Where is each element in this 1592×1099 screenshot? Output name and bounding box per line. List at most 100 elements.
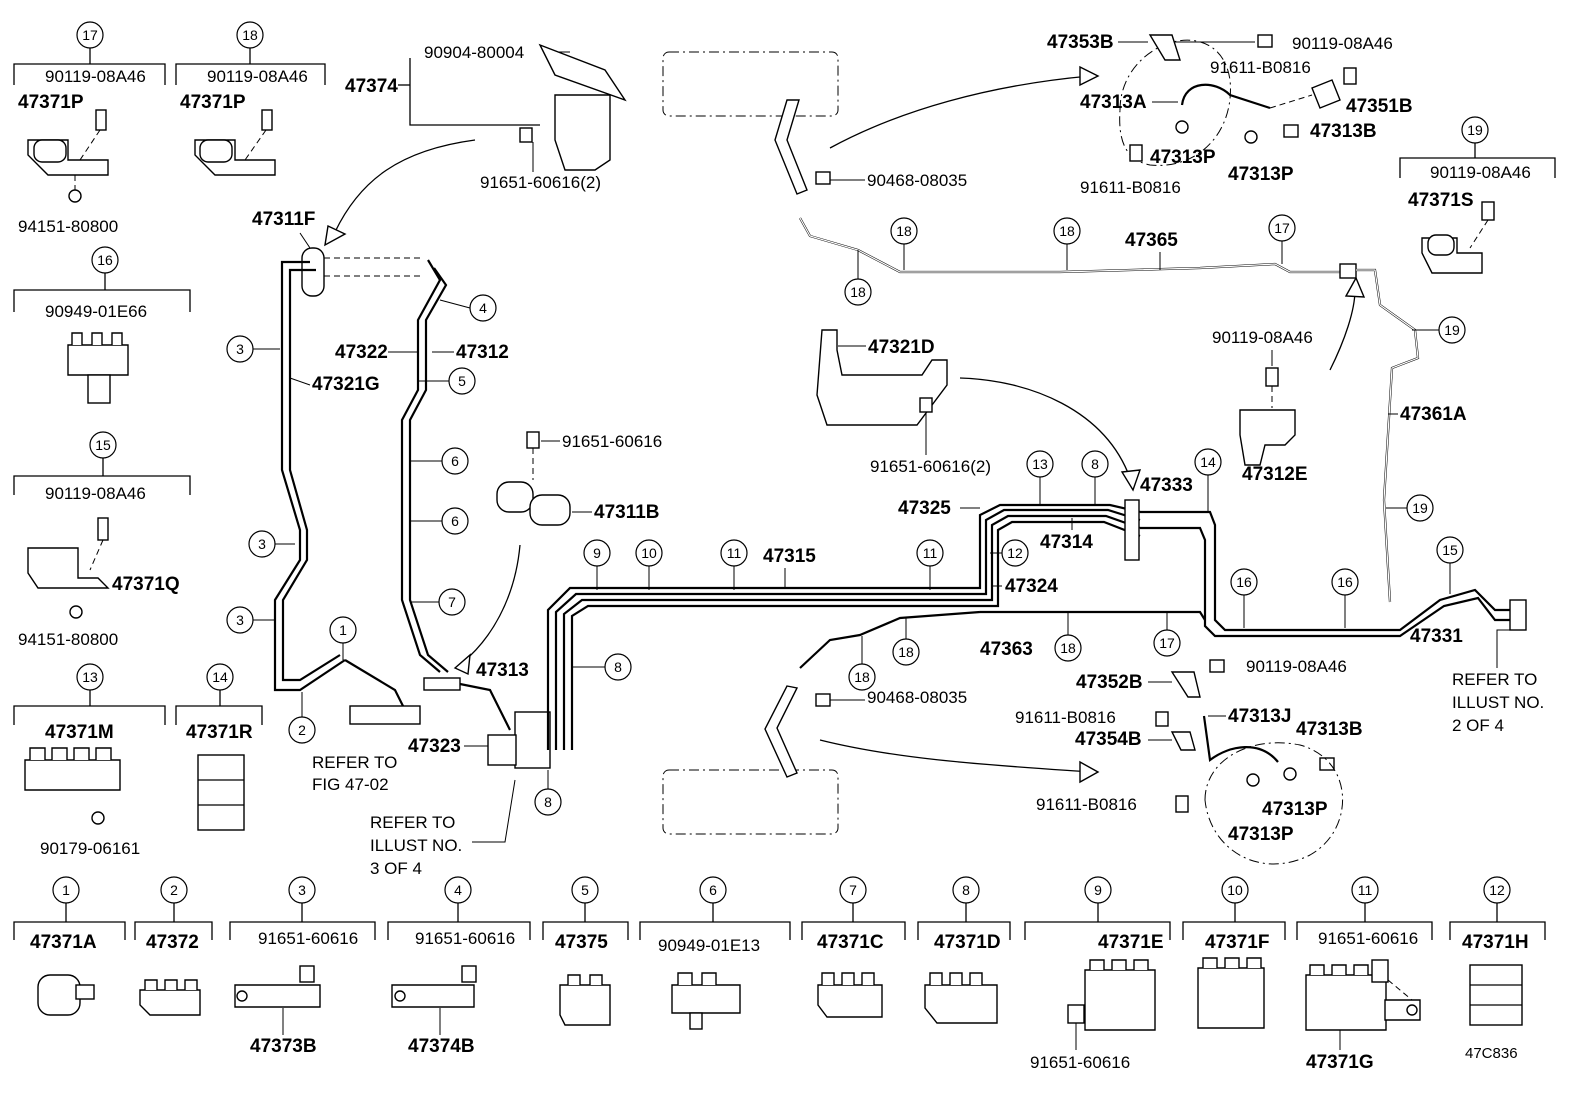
- label-47315: 47315: [763, 546, 816, 567]
- bottom-item-7: 7 47371C: [801, 876, 906, 1018]
- svg-text:4: 4: [479, 300, 487, 316]
- callout-11b: 11: [916, 539, 944, 590]
- callout-16: 16: [97, 252, 113, 268]
- bottom-item-4: 4 91651-60616 47374B: [387, 876, 531, 1057]
- svg-text:6: 6: [709, 882, 717, 898]
- refer-2c: 2 OF 4: [1452, 716, 1504, 735]
- callout-9: 9: [583, 539, 611, 590]
- svg-text:3: 3: [236, 612, 244, 628]
- bottom-sub-4: 47374B: [408, 1036, 475, 1057]
- bottom-label-4: 91651-60616: [415, 929, 515, 948]
- label-47313A: 47313A: [1080, 92, 1147, 113]
- label-47313: 47313: [476, 660, 529, 681]
- svg-text:18: 18: [1059, 223, 1075, 239]
- callout-16b: 16: [1331, 568, 1359, 628]
- label-47324: 47324: [1005, 576, 1058, 597]
- callout-16a: 16: [1230, 568, 1258, 628]
- svg-text:5: 5: [581, 882, 589, 898]
- bottom-item-1: 1 47371A: [13, 876, 126, 1016]
- nut-label: 94151-80800: [18, 630, 118, 649]
- label-47313P2: 47313P: [1228, 164, 1294, 185]
- callout-14: 14: [1194, 448, 1222, 512]
- label-91611b: 91611-B0816: [1080, 178, 1181, 197]
- svg-text:17: 17: [1159, 635, 1175, 651]
- callout-18a: 18: [892, 618, 920, 666]
- callout-12: 12: [990, 539, 1029, 567]
- callout-17: 17: [82, 27, 98, 43]
- label-47361A: 47361A: [1400, 404, 1467, 425]
- callout-18b: 18: [848, 636, 876, 691]
- bottom-sub-11: 47371G: [1306, 1052, 1374, 1073]
- nut-label: 90179-06161: [40, 839, 140, 858]
- callout-18: 18: [242, 27, 258, 43]
- label-47313B1: 47313B: [1310, 121, 1377, 142]
- bolt-label: 90119-08A46: [45, 484, 146, 503]
- callout-18d: 18: [890, 217, 918, 270]
- callout-3c: 3: [226, 606, 275, 634]
- bottom-label-7: 47371C: [817, 932, 884, 953]
- label-91611a: 91611-B0816: [1210, 58, 1311, 77]
- svg-text:8: 8: [544, 794, 552, 810]
- callout-6b: 6: [410, 507, 469, 535]
- svg-text:7: 7: [849, 882, 857, 898]
- callout-13: 13: [82, 669, 98, 685]
- refer-2a: REFER TO: [1452, 670, 1537, 689]
- svg-text:10: 10: [641, 545, 657, 561]
- bottom-item-6: 6 90949-01E13: [639, 876, 791, 1030]
- bolt-label: 90119-08A46: [207, 67, 308, 86]
- svg-text:15: 15: [1442, 542, 1458, 558]
- bottom-label-12: 47371H: [1462, 932, 1529, 953]
- label-47311F: 47311F: [252, 209, 315, 230]
- bottom-label-8: 47371D: [934, 932, 1001, 953]
- svg-text:18: 18: [1060, 640, 1076, 656]
- group-47313: 47313 47323 8 REFER TO ILLUST NO. 3 OF 4: [370, 660, 562, 878]
- label-90904: 90904-80004: [424, 43, 524, 62]
- bottom-label-2: 47372: [146, 932, 199, 953]
- svg-text:14: 14: [1200, 454, 1216, 470]
- bottom-item-12: 12 47371H: [1449, 876, 1546, 1026]
- label-91651-2b: 91651-60616(2): [870, 457, 991, 476]
- label-91651a: 91651-60616: [562, 432, 662, 451]
- svg-text:19: 19: [1444, 322, 1460, 338]
- bottom-label-11: 91651-60616: [1318, 929, 1418, 948]
- callout-17b: 17: [1268, 214, 1296, 264]
- callout-18c: 18: [1054, 612, 1082, 662]
- bottom-row: 1 47371A 2 47372 3 91651-60616 47373B 4 …: [13, 876, 1546, 1073]
- part-label: 47371S: [1408, 190, 1474, 211]
- label-90119e: 90119-08A46: [1212, 328, 1313, 347]
- label-47331: 47331: [1410, 626, 1463, 647]
- label-47312E: 47312E: [1242, 464, 1308, 485]
- label-90119g: 90119-08A46: [1246, 657, 1347, 676]
- callout-19b: 19: [1386, 494, 1434, 522]
- bottom-item-11: 11 91651-60616 47371G: [1296, 876, 1433, 1073]
- clip-box-14: 14 47371R: [175, 663, 263, 831]
- group-47352B: 90468-08035 47352B 90119-08A46 91611-B08…: [662, 657, 1363, 865]
- label-90468a: 90468-08035: [867, 171, 967, 190]
- nut-label: 94151-80800: [18, 217, 118, 236]
- svg-text:8: 8: [962, 882, 970, 898]
- clip-box-17: 17 90119-08A46 47371P 94151-80800: [13, 21, 166, 236]
- group-47311B: 91651-60616 47311B: [453, 431, 662, 676]
- bottom-sub-3: 47373B: [250, 1036, 317, 1057]
- part-label: 90949-01E66: [45, 302, 147, 321]
- svg-text:6: 6: [451, 513, 459, 529]
- svg-text:11: 11: [727, 545, 742, 561]
- svg-text:16: 16: [1337, 574, 1353, 590]
- part-label: 47371Q: [112, 574, 180, 595]
- clip-box-19: 19 90119-08A46 47371S: [1399, 116, 1556, 274]
- refer-3c: 3 OF 4: [370, 859, 422, 878]
- bottom-label-1: 47371A: [30, 932, 97, 953]
- svg-text:11: 11: [1358, 882, 1373, 898]
- svg-text:18: 18: [896, 223, 912, 239]
- callout-11a: 11: [720, 539, 748, 590]
- refer-3b: ILLUST NO.: [370, 836, 462, 855]
- bottom-label-9: 47371E: [1098, 932, 1164, 953]
- left-pipes: 47311F 3 3 3 2 1 4 5 6 6 7 47322 47312 4…: [226, 209, 509, 794]
- bolt-label: 90119-08A46: [1430, 163, 1531, 182]
- clip-box-15: 15 90119-08A46 47371Q 94151-80800: [13, 431, 191, 649]
- label-47321D: 47321D: [868, 337, 935, 358]
- label-90468b: 90468-08035: [867, 688, 967, 707]
- label-47313J: 47313J: [1228, 706, 1291, 727]
